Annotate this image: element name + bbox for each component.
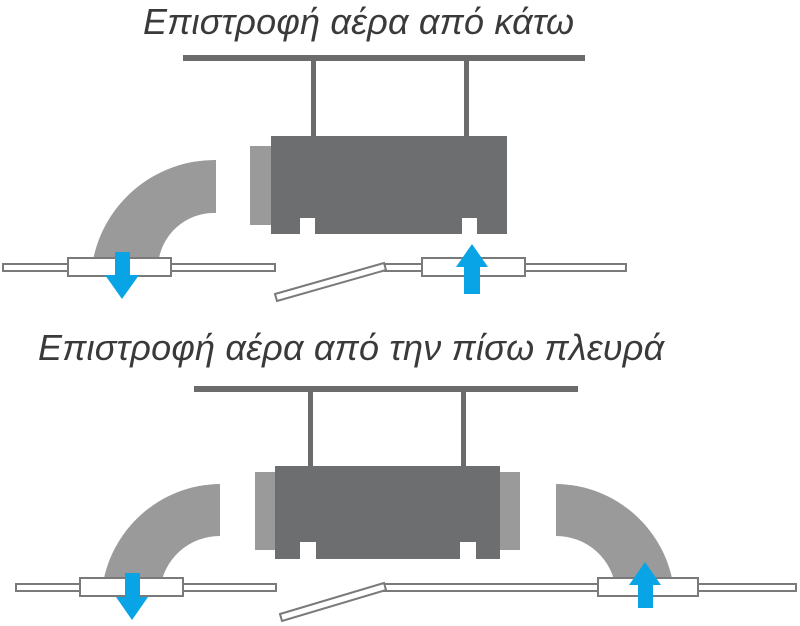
hanger-rod-right (464, 61, 469, 139)
unit-side-panel-right (500, 472, 520, 550)
hanger-rod-left (311, 61, 316, 139)
diagram-bottom-return (2, 55, 627, 303)
diagram-rear-return (15, 386, 797, 623)
hanger-rod-left (308, 392, 313, 468)
supply-air-arrow-down-icon (116, 573, 148, 620)
supply-air-arrow-down-icon (105, 252, 139, 299)
unit-side-panel-left (255, 472, 275, 550)
supply-elbow-duct (92, 159, 216, 266)
unit-foot-right (462, 218, 477, 234)
access-panel (278, 581, 388, 623)
unit-side-panel-left (250, 146, 271, 225)
ceiling-bar (183, 55, 585, 61)
ceiling-line-right (383, 583, 797, 592)
access-panel (273, 261, 388, 303)
diagram-title-bottom-return: Επιστροφή αέρα από κάτω (143, 1, 575, 42)
unit-foot-left (300, 542, 316, 559)
return-air-arrow-up-icon (629, 562, 661, 608)
unit-foot-left (300, 218, 315, 234)
ceiling-bar (194, 386, 578, 392)
diagram-title-rear-return: Επιστροφή αέρα από την πίσω πλευρά (38, 327, 665, 368)
return-air-arrow-up-icon (456, 244, 488, 294)
hanger-rod-right (461, 392, 466, 468)
unit-foot-right (460, 542, 476, 559)
supply-elbow-duct (102, 484, 220, 590)
return-elbow-duct (556, 484, 674, 590)
indoor-unit-body (271, 136, 507, 234)
